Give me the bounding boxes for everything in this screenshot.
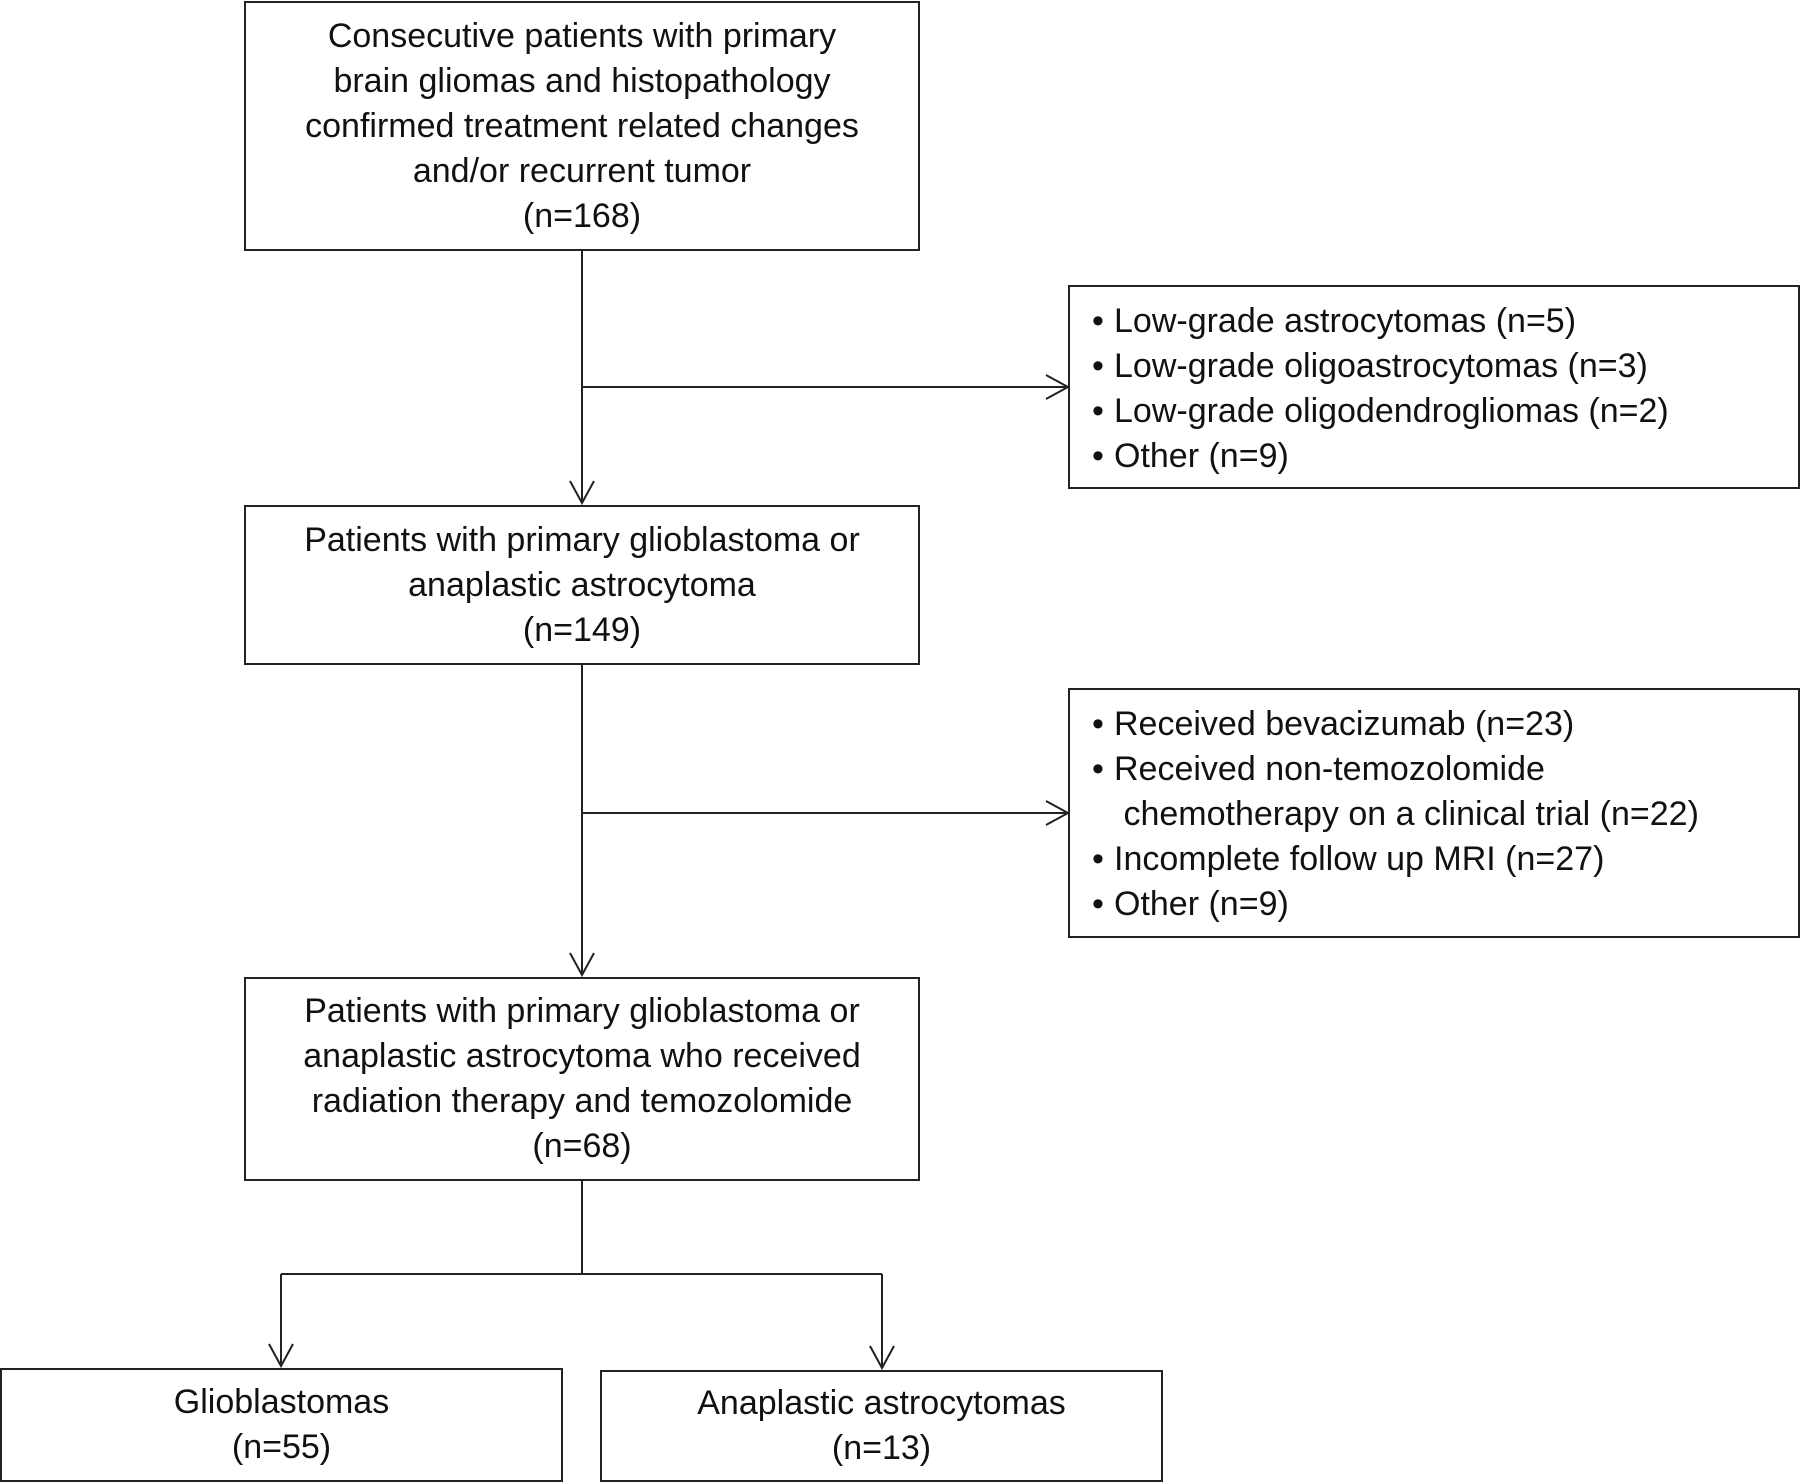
start-node-line-4: and/or recurrent tumor xyxy=(412,151,752,190)
bullet-icon: • xyxy=(1092,750,1104,788)
bullet-icon: • xyxy=(1092,840,1104,878)
exclusion-box-first: • Low-grade astrocytomas (n=5) • Low-gra… xyxy=(1068,285,1800,489)
glioblastomas-count: (n=55) xyxy=(231,1428,332,1466)
exclusion-item: • Low-grade oligodendrogliomas (n=2) xyxy=(1092,389,1798,434)
middle-node-count: (n=149) xyxy=(522,610,642,649)
anaplastic-count: (n=13) xyxy=(831,1429,932,1467)
middle-node-line-2: anaplastic astrocytoma xyxy=(408,565,756,604)
middle-node-line-1: Patients with primary glioblastoma or xyxy=(304,520,860,559)
exclusion-item: • Received non-temozolomide chemotherapy… xyxy=(1092,747,1798,837)
exclusion-box-second: • Received bevacizumab (n=23) • Received… xyxy=(1068,688,1800,938)
start-node-line-1: Consecutive patients with primary xyxy=(327,16,837,55)
exclusion-item-text: Low-grade astrocytomas (n=5) xyxy=(1114,302,1577,340)
final-node-line-2: anaplastic astrocytoma who received xyxy=(303,1037,861,1075)
bullet-icon: • xyxy=(1092,705,1104,743)
start-node-count: (n=168) xyxy=(522,196,642,235)
exclusion-item-text: Low-grade oligoastrocytomas (n=3) xyxy=(1114,347,1648,385)
exclusion-item: • Received bevacizumab (n=23) xyxy=(1092,702,1798,747)
glioblastomas-node: Glioblastomas (n=55) xyxy=(0,1368,563,1482)
bullet-icon: • xyxy=(1092,347,1104,385)
exclusion-item: • Low-grade astrocytomas (n=5) xyxy=(1092,299,1798,344)
final-node-line-1: Patients with primary glioblastoma or xyxy=(304,992,860,1030)
exclusion-item-text: Received non-temozolomide chemotherapy o… xyxy=(1114,750,1699,833)
exclusion-item-text: Incomplete follow up MRI (n=27) xyxy=(1114,840,1605,878)
start-node: Consecutive patients with primary brain … xyxy=(244,1,920,251)
bullet-icon: • xyxy=(1092,437,1104,475)
final-node-line-3: radiation therapy and temozolomide xyxy=(311,1082,853,1120)
final-node-count: (n=68) xyxy=(532,1127,632,1165)
exclusion-item: • Low-grade oligoastrocytomas (n=3) xyxy=(1092,344,1798,389)
exclusion-item: • Other (n=9) xyxy=(1092,434,1798,479)
anaplastic-label: Anaplastic astrocytomas xyxy=(697,1384,1066,1422)
exclusion-item-text: Other (n=9) xyxy=(1114,885,1289,923)
exclusion-item-text: Low-grade oligodendrogliomas (n=2) xyxy=(1114,392,1669,430)
exclusion-item-text: Received bevacizumab (n=23) xyxy=(1114,705,1575,743)
start-node-line-2: brain gliomas and histopathology xyxy=(333,61,831,100)
bullet-icon: • xyxy=(1092,885,1104,923)
middle-node: Patients with primary glioblastoma or an… xyxy=(244,505,920,665)
anaplastic-node: Anaplastic astrocytomas (n=13) xyxy=(600,1370,1163,1482)
start-node-line-3: confirmed treatment related changes xyxy=(305,106,859,145)
exclusion-item-text: Other (n=9) xyxy=(1114,437,1289,475)
glioblastomas-label: Glioblastomas xyxy=(173,1383,390,1421)
exclusion-item: • Incomplete follow up MRI (n=27) xyxy=(1092,837,1798,882)
final-node: Patients with primary glioblastoma or an… xyxy=(244,977,920,1181)
exclusion-item: • Other (n=9) xyxy=(1092,882,1798,927)
bullet-icon: • xyxy=(1092,302,1104,340)
bullet-icon: • xyxy=(1092,392,1104,430)
